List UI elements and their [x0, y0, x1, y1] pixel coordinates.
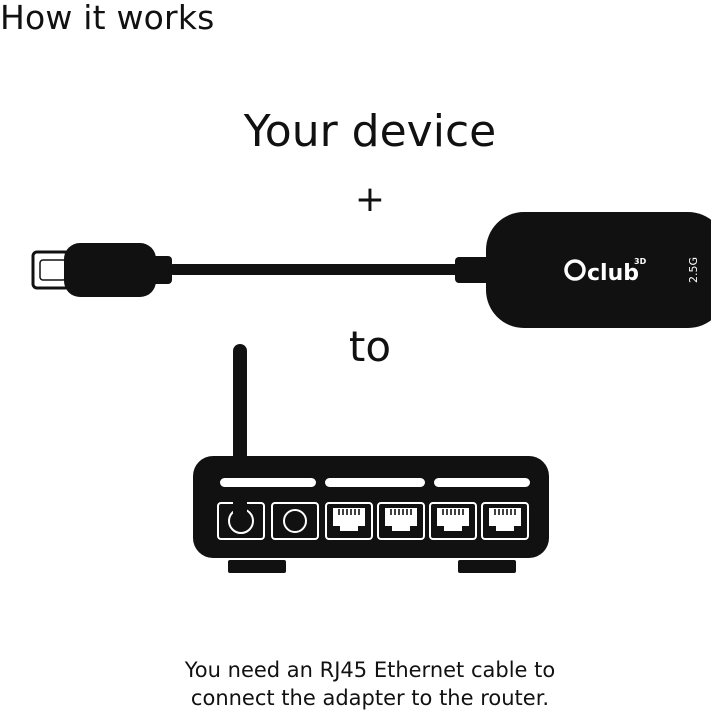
- to-label: to: [348, 322, 392, 371]
- plus-sign: +: [354, 179, 386, 220]
- usb-c-connector-icon: [31, 243, 172, 297]
- usb-cable: [168, 264, 494, 275]
- svg-text:club: club: [587, 261, 639, 286]
- router-icon: [193, 344, 549, 573]
- club3d-logo: club 3D: [564, 257, 647, 286]
- speed-label: 2.5G: [687, 257, 700, 283]
- caption: You need an RJ45 Ethernet cable to conne…: [0, 656, 711, 712]
- caption-line-1: You need an RJ45 Ethernet cable to: [184, 658, 556, 682]
- page-title: How it works: [0, 0, 215, 37]
- rj45-port-icon: [377, 502, 425, 540]
- rj45-port-icon: [481, 502, 529, 540]
- caption-line-2: connect the adapter to the router.: [190, 686, 550, 710]
- device-label: Your device: [243, 106, 497, 157]
- ethernet-adapter-icon: club 3D 2.5G: [455, 212, 711, 328]
- rj45-port-icon: [429, 502, 477, 540]
- rj45-port-icon: [325, 502, 373, 540]
- svg-text:3D: 3D: [634, 257, 647, 266]
